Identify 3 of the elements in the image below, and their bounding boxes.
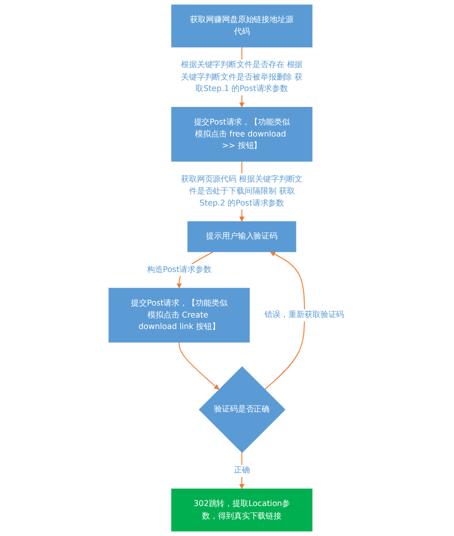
arrow [179,342,220,390]
arrow [240,452,245,490]
arrow [264,252,306,390]
